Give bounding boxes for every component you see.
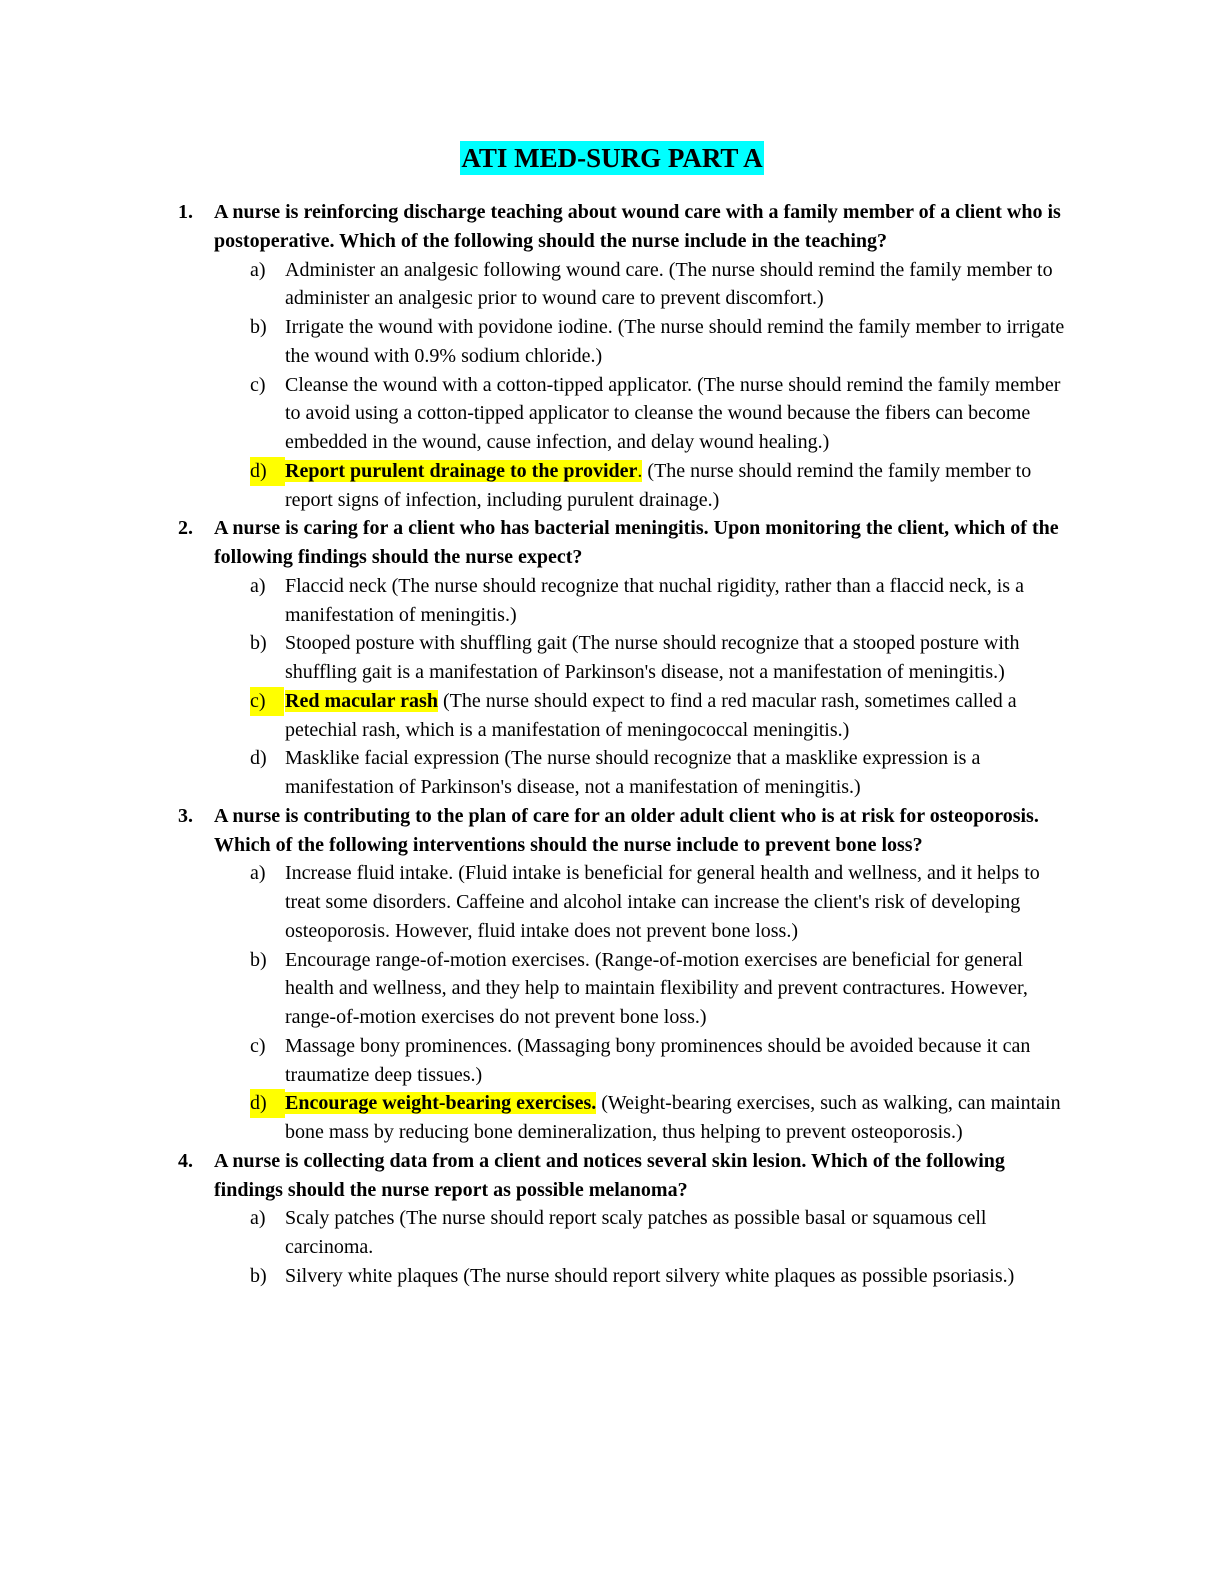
question-text: A nurse is contributing to the plan of c…: [214, 804, 1039, 856]
option-rationale: Flaccid neck (The nurse should recognize…: [285, 574, 1024, 626]
question-number: 1.: [178, 201, 193, 223]
option-letter: c): [250, 686, 284, 716]
option-letter: b): [250, 632, 267, 655]
option-letter: a): [250, 862, 266, 885]
option-rationale: Massage bony prominences. (Massaging bon…: [285, 1034, 1031, 1086]
answer-option: c) Cleanse the wound with a cotton-tipped…: [178, 371, 1073, 457]
option-letter: b): [250, 316, 267, 338]
option-rationale: (The nurse should remind the family memb…: [285, 459, 1032, 511]
option-letter: b): [250, 948, 267, 971]
question-text: A nurse is reinforcing discharge teachin…: [214, 201, 1061, 252]
option-rationale: Masklike facial expression (The nurse sh…: [285, 747, 981, 798]
option-rationale: Stooped posture with shuffling gait (The…: [285, 632, 1020, 683]
option-rationale: Administer an analgesic following wound …: [285, 258, 1053, 310]
answer-punctuation: .: [637, 459, 643, 482]
option-letter: c): [250, 1034, 266, 1057]
option-letter: a): [250, 1207, 266, 1230]
option-letter: c): [250, 373, 266, 396]
answer-option: a) Flaccid neck (The nurse should recogni…: [178, 572, 1073, 630]
answer-option: b) Silvery white plaques (The nurse shoul…: [178, 1262, 1073, 1291]
option-rationale: (Weight-bearing exercises, such as walki…: [285, 1092, 1061, 1143]
correct-answer-option: d)Report purulent drainage to the provid…: [178, 456, 1073, 515]
option-letter: b): [250, 1264, 267, 1287]
question-number: 2.: [178, 517, 193, 540]
question-item: 1. A nurse is reinforcing discharge teach…: [178, 198, 1073, 256]
answer-option: a) Scaly patches (The nurse should report…: [178, 1204, 1073, 1262]
option-rationale: Cleanse the wound with a cotton-tipped a…: [285, 373, 1061, 454]
option-letter: a): [250, 258, 266, 281]
question-list: 1. A nurse is reinforcing discharge teach…: [178, 198, 1073, 1291]
answer-option: b) Irrigate the wound with povidone iodin…: [178, 313, 1073, 371]
answer-option: a) Administer an analgesic following woun…: [178, 256, 1073, 314]
answer-option: b) Stooped posture with shuffling gait (T…: [178, 629, 1073, 687]
correct-answer-option: c)Red macular rash (The nurse should exp…: [178, 686, 1073, 745]
option-letter: d): [250, 456, 285, 486]
question-item: 2. A nurse is caring for a client who has…: [178, 514, 1073, 572]
question-text: A nurse is caring for a client who has b…: [214, 517, 1059, 568]
answer-option: d) Masklike facial expression (The nurse …: [178, 744, 1073, 802]
correct-answer-text: Report purulent drainage to the provider: [285, 459, 638, 482]
answer-option: c) Massage bony prominences. (Massaging b…: [178, 1032, 1073, 1090]
option-rationale: (The nurse should expect to find a red m…: [285, 689, 1017, 741]
option-letter: a): [250, 574, 266, 597]
correct-answer-option: d)Encourage weight-bearing exercises. (W…: [178, 1089, 1073, 1147]
option-letter: d): [250, 1089, 285, 1118]
answer-option: b) Encourage range-of-motion exercises. (…: [178, 946, 1073, 1032]
option-rationale: Increase fluid intake. (Fluid intake is …: [285, 862, 1040, 942]
option-letter: d): [250, 747, 267, 770]
document-title: ATI MED-SURG PART A: [460, 141, 764, 175]
correct-answer-text: Red macular rash: [285, 689, 438, 712]
option-rationale: Encourage range-of-motion exercises. (Ra…: [285, 948, 1028, 1029]
answer-option: a) Increase fluid intake. (Fluid intake i…: [178, 859, 1073, 945]
question-text: A nurse is collecting data from a client…: [214, 1149, 1005, 1201]
question-number: 3.: [178, 804, 193, 827]
option-rationale: Irrigate the wound with povidone iodine.…: [285, 316, 1065, 367]
question-item: 3. A nurse is contributing to the plan of…: [178, 802, 1073, 860]
option-rationale: Scaly patches (The nurse should report s…: [285, 1207, 987, 1258]
question-number: 4.: [178, 1149, 193, 1172]
correct-answer-text: Encourage weight-bearing exercises.: [285, 1092, 597, 1115]
option-rationale: Silvery white plaques (The nurse should …: [285, 1264, 1015, 1287]
title-container: ATI MED-SURG PART A: [0, 141, 1224, 175]
question-item: 4. A nurse is collecting data from a clie…: [178, 1147, 1073, 1205]
